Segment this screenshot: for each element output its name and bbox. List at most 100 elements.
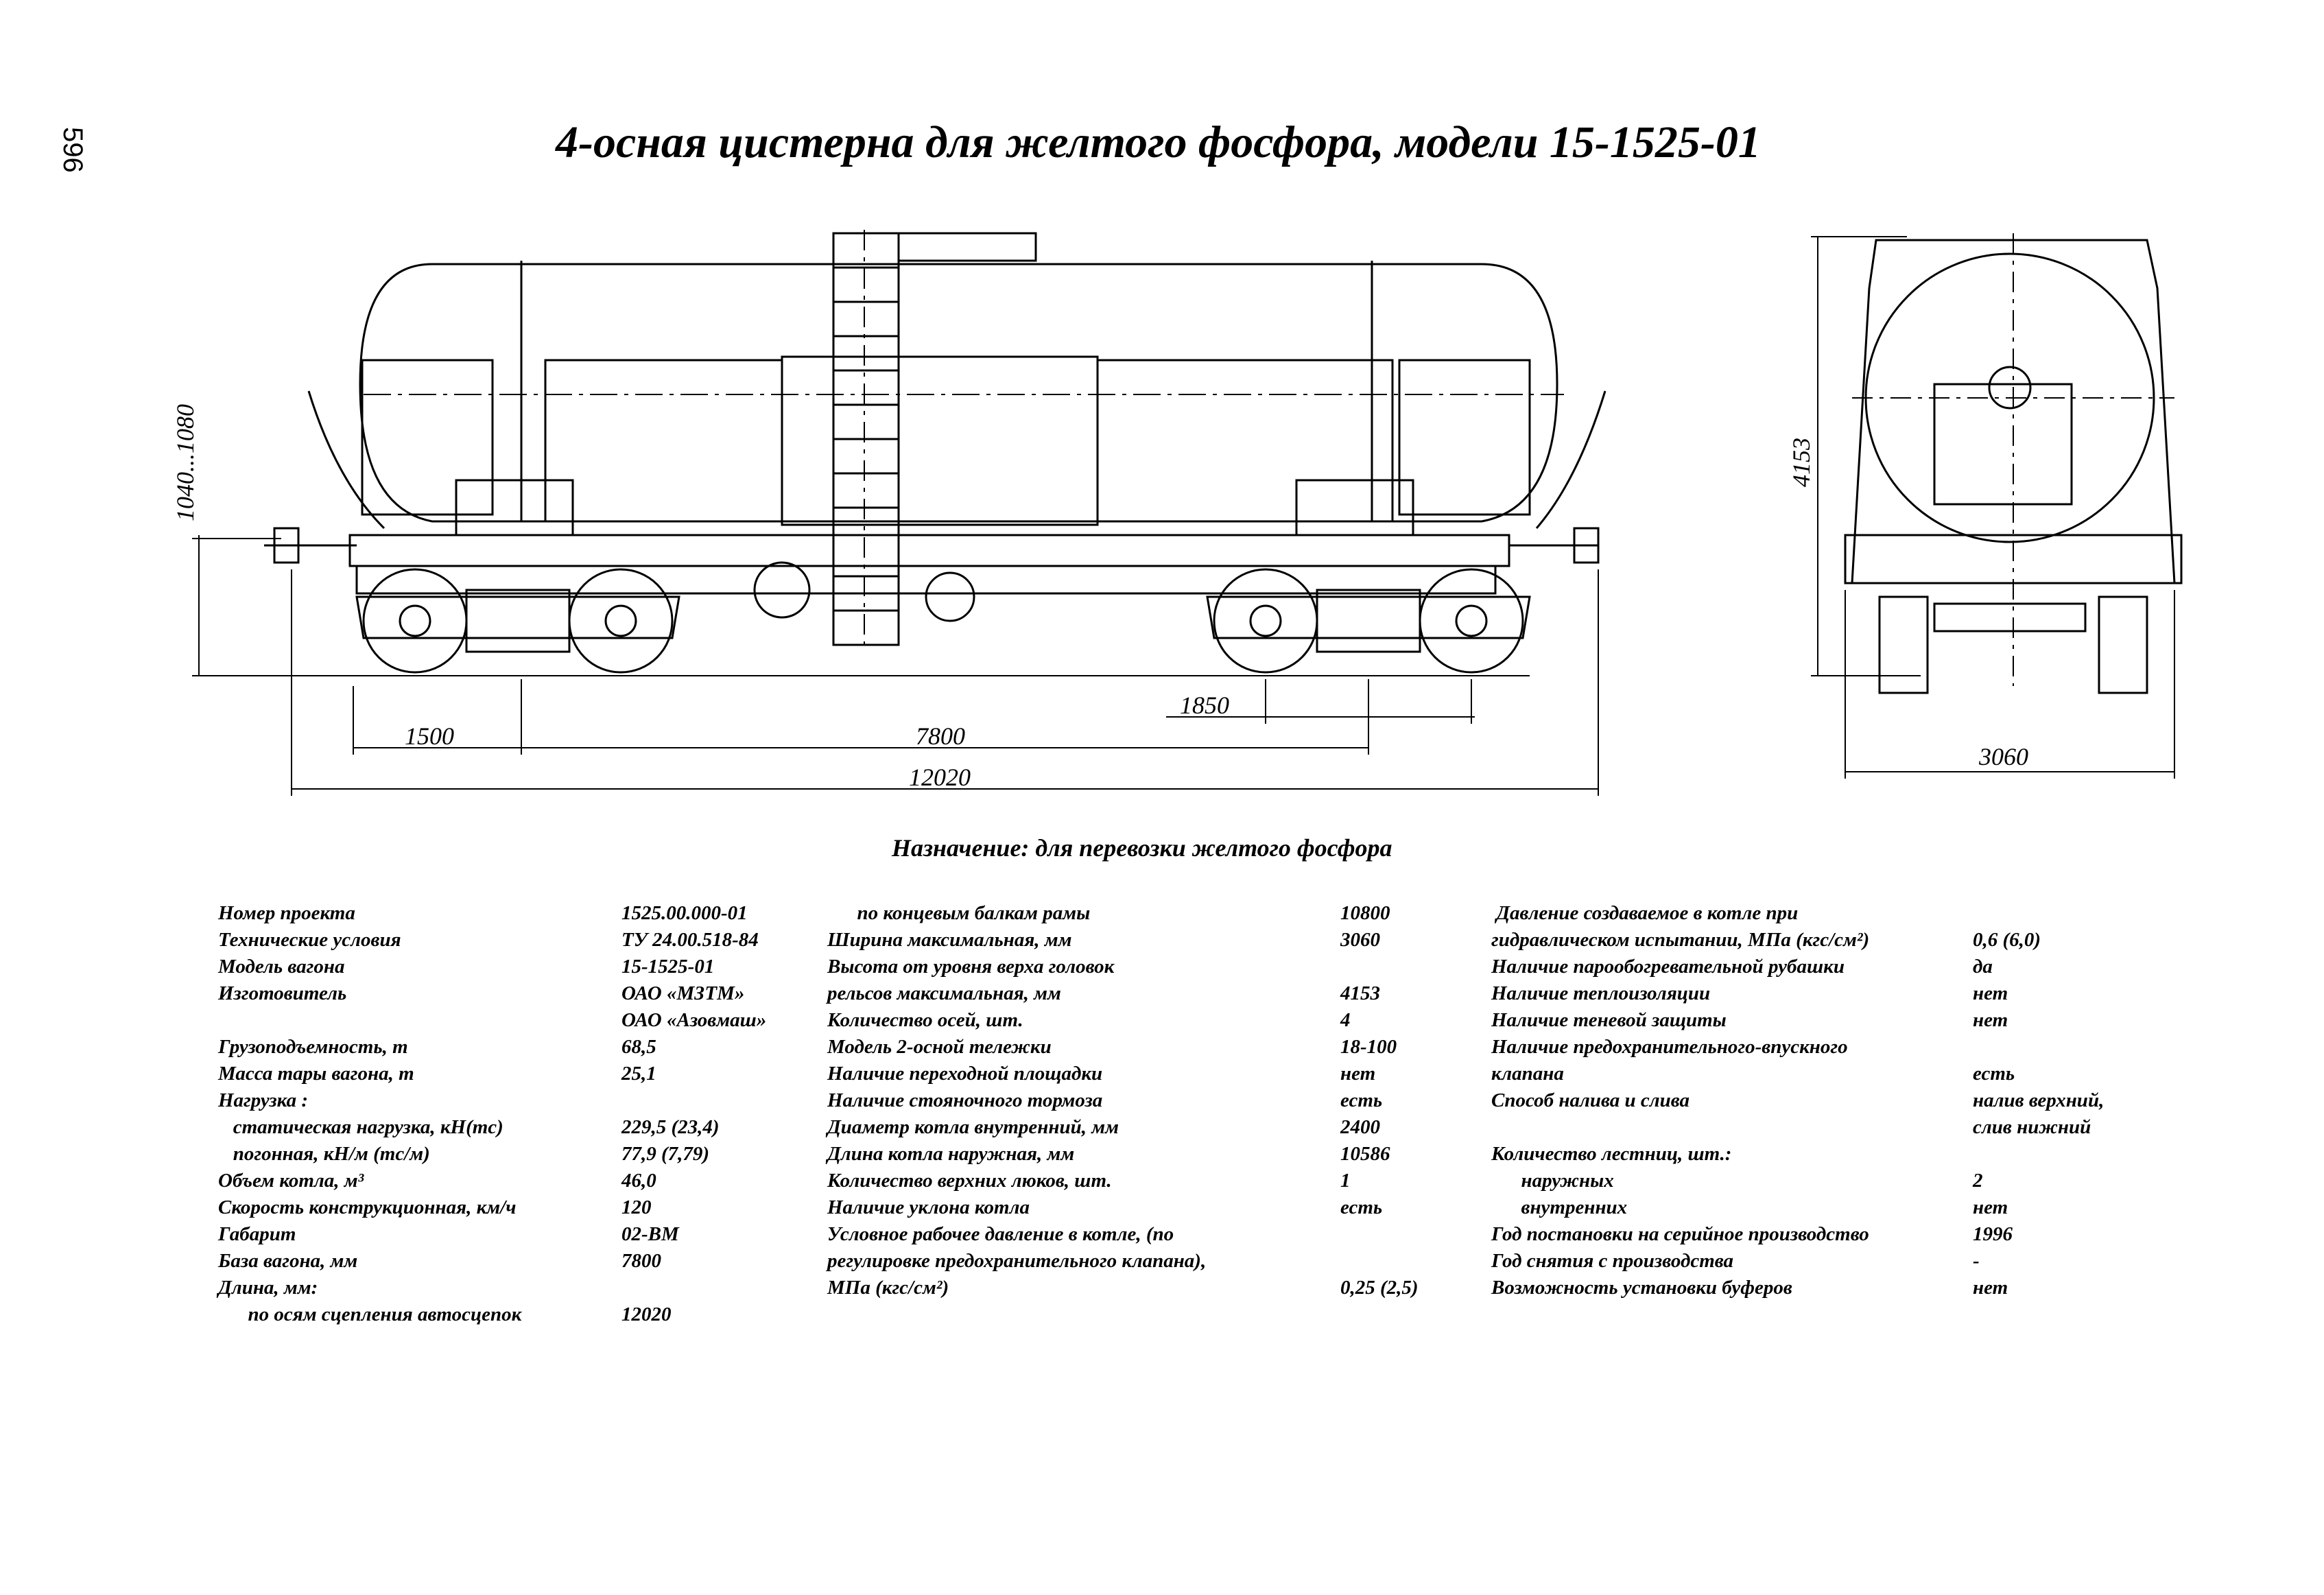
spec-value: 229,5 (23,4) — [621, 1116, 720, 1138]
spec-value: 15-1525-01 — [621, 956, 715, 978]
spec-value: 1996 — [1973, 1223, 2013, 1245]
spec-key: Скорость конструкционная, км/ч — [218, 1196, 517, 1218]
spec-value: 12020 — [621, 1303, 672, 1325]
spec-key: Длина котла наружная, мм — [827, 1143, 1075, 1165]
spec-key: регулировке предохранительного клапана), — [827, 1250, 1207, 1272]
dimension-lines — [192, 535, 1599, 796]
spec-key: Наличие теплоизоляции — [1491, 982, 1711, 1004]
spec-key: Длина, мм: — [218, 1277, 318, 1299]
spec-key: Ширина максимальная, мм — [827, 929, 1072, 951]
spec-key: Грузоподъемность, т — [218, 1036, 408, 1058]
spec-value: слив нижний — [1973, 1116, 2091, 1138]
spec-key: Давление создаваемое в котле при — [1491, 902, 1799, 924]
spec-key: Год постановки на серийное производство — [1491, 1223, 1869, 1245]
spec-value: 18-100 — [1340, 1036, 1397, 1058]
dim-12020: 12020 — [909, 764, 971, 791]
spec-key: Модель вагона — [218, 956, 345, 978]
bogie-left — [355, 568, 680, 674]
spec-value: 2 — [1973, 1170, 1983, 1192]
spec-value: нет — [1973, 1196, 2008, 1218]
spec-key: Изготовитель — [218, 982, 347, 1004]
end-view-dimensions — [1811, 236, 2175, 779]
spec-value: 7800 — [621, 1250, 661, 1272]
spec-value: 02-ВМ — [621, 1223, 679, 1245]
spec-key: Модель 2-осной тележки — [827, 1036, 1052, 1058]
spec-value: - — [1973, 1250, 1980, 1272]
spec-value: 4153 — [1340, 982, 1380, 1004]
spec-key: Объем котла, м³ — [218, 1170, 364, 1192]
dim-7800: 7800 — [916, 722, 965, 750]
spec-value: налив верхний, — [1973, 1089, 2104, 1111]
dim-width-total: 3060 — [1978, 743, 2028, 770]
spec-value: есть — [1340, 1196, 1383, 1218]
spec-value: нет — [1973, 1009, 2008, 1031]
spec-value: да — [1973, 956, 1993, 978]
dim-height-range: 1040...1080 — [171, 404, 199, 521]
spec-key: внутренних — [1491, 1196, 1628, 1218]
spec-value: 3060 — [1340, 929, 1380, 951]
spec-key: по осям сцепления автосцепок — [218, 1303, 522, 1325]
spec-key: Возможность установки буферов — [1491, 1277, 1792, 1299]
spec-key: по концевым балкам рамы — [827, 902, 1091, 924]
spec-key: Наличие стояночного тормоза — [827, 1089, 1103, 1111]
spec-value: есть — [1340, 1089, 1383, 1111]
spec-value: нет — [1973, 1277, 2008, 1299]
spec-key: Нагрузка : — [218, 1089, 309, 1111]
spec-value: 0,25 (2,5) — [1340, 1277, 1419, 1299]
spec-key: Наличие теневой защиты — [1491, 1009, 1727, 1031]
spec-value: ТУ 24.00.518-84 — [621, 929, 759, 951]
spec-key: Наличие предохранительного-впускного — [1491, 1036, 1848, 1058]
spec-key: Количество лестниц, шт.: — [1491, 1143, 1732, 1165]
spec-key: Количество верхних люков, шт. — [827, 1170, 1112, 1192]
spec-key: Технические условия — [218, 929, 401, 951]
spec-key: Способ налива и слива — [1491, 1089, 1689, 1111]
spec-value: 68,5 — [621, 1036, 656, 1058]
spec-value: 0,6 (6,0) — [1973, 929, 2041, 951]
spec-key: МПа (кгс/см²) — [827, 1277, 949, 1299]
spec-key: Номер проекта — [218, 902, 355, 924]
dim-height-total: 4153 — [1788, 438, 1815, 487]
tank-end-view — [1844, 233, 2183, 694]
spec-key: Масса тары вагона, т — [218, 1063, 414, 1085]
spec-key: погонная, кН/м (тс/м) — [218, 1143, 430, 1165]
spec-value: 2400 — [1340, 1116, 1380, 1138]
spec-value: 4 — [1340, 1009, 1351, 1031]
spec-key: Наличие переходной площадки — [827, 1063, 1103, 1085]
spec-key: Высота от уровня верха головок — [827, 956, 1115, 978]
spec-key: Габарит — [218, 1223, 296, 1245]
spec-value: 1525.00.000-01 — [621, 902, 748, 924]
spec-value: 120 — [621, 1196, 652, 1218]
dim-1500: 1500 — [405, 722, 454, 750]
dim-1850: 1850 — [1180, 692, 1229, 719]
spec-value: ОАО «Азовмаш» — [621, 1009, 767, 1031]
spec-key: клапана — [1491, 1063, 1564, 1085]
spec-value: 46,0 — [621, 1170, 656, 1192]
spec-key: База вагона, мм — [218, 1250, 358, 1272]
spec-key: Диаметр котла внутренний, мм — [827, 1116, 1119, 1138]
tank-side-view — [307, 232, 1606, 530]
spec-key: Количество осей, шт. — [827, 1009, 1023, 1031]
spec-value: 10800 — [1340, 902, 1390, 924]
spec-value: нет — [1340, 1063, 1376, 1085]
spec-key: Условное рабочее давление в котле, (по — [827, 1223, 1174, 1245]
spec-key: Наличие уклона котла — [827, 1196, 1030, 1218]
page-title: 4-осная цистерна для желтого фосфора, мо… — [556, 117, 1761, 167]
spec-key: Наличие парообогревательной рубашки — [1491, 956, 1845, 978]
spec-key: гидравлическом испытании, МПа (кгс/см²) — [1491, 929, 1870, 951]
spec-key: Год снятия с производства — [1491, 1250, 1734, 1272]
spec-key: наружных — [1491, 1170, 1614, 1192]
underframe — [264, 479, 1600, 622]
spec-value: нет — [1973, 982, 2008, 1004]
spec-value: 25,1 — [621, 1063, 656, 1085]
ladder — [832, 230, 900, 648]
spec-value: есть — [1973, 1063, 2015, 1085]
spec-value: 1 — [1340, 1170, 1351, 1192]
spec-value: 77,9 (7,79) — [621, 1143, 710, 1165]
spec-value: ОАО «МЗТМ» — [621, 982, 745, 1004]
spec-value: 10586 — [1340, 1143, 1390, 1165]
spec-key: рельсов максимальная, мм — [827, 982, 1061, 1004]
bogie-right — [1206, 568, 1531, 674]
purpose-caption: Назначение: для перевозки желтого фосфор… — [892, 834, 1392, 862]
spec-key: статическая нагрузка, кН(тс) — [218, 1116, 503, 1138]
